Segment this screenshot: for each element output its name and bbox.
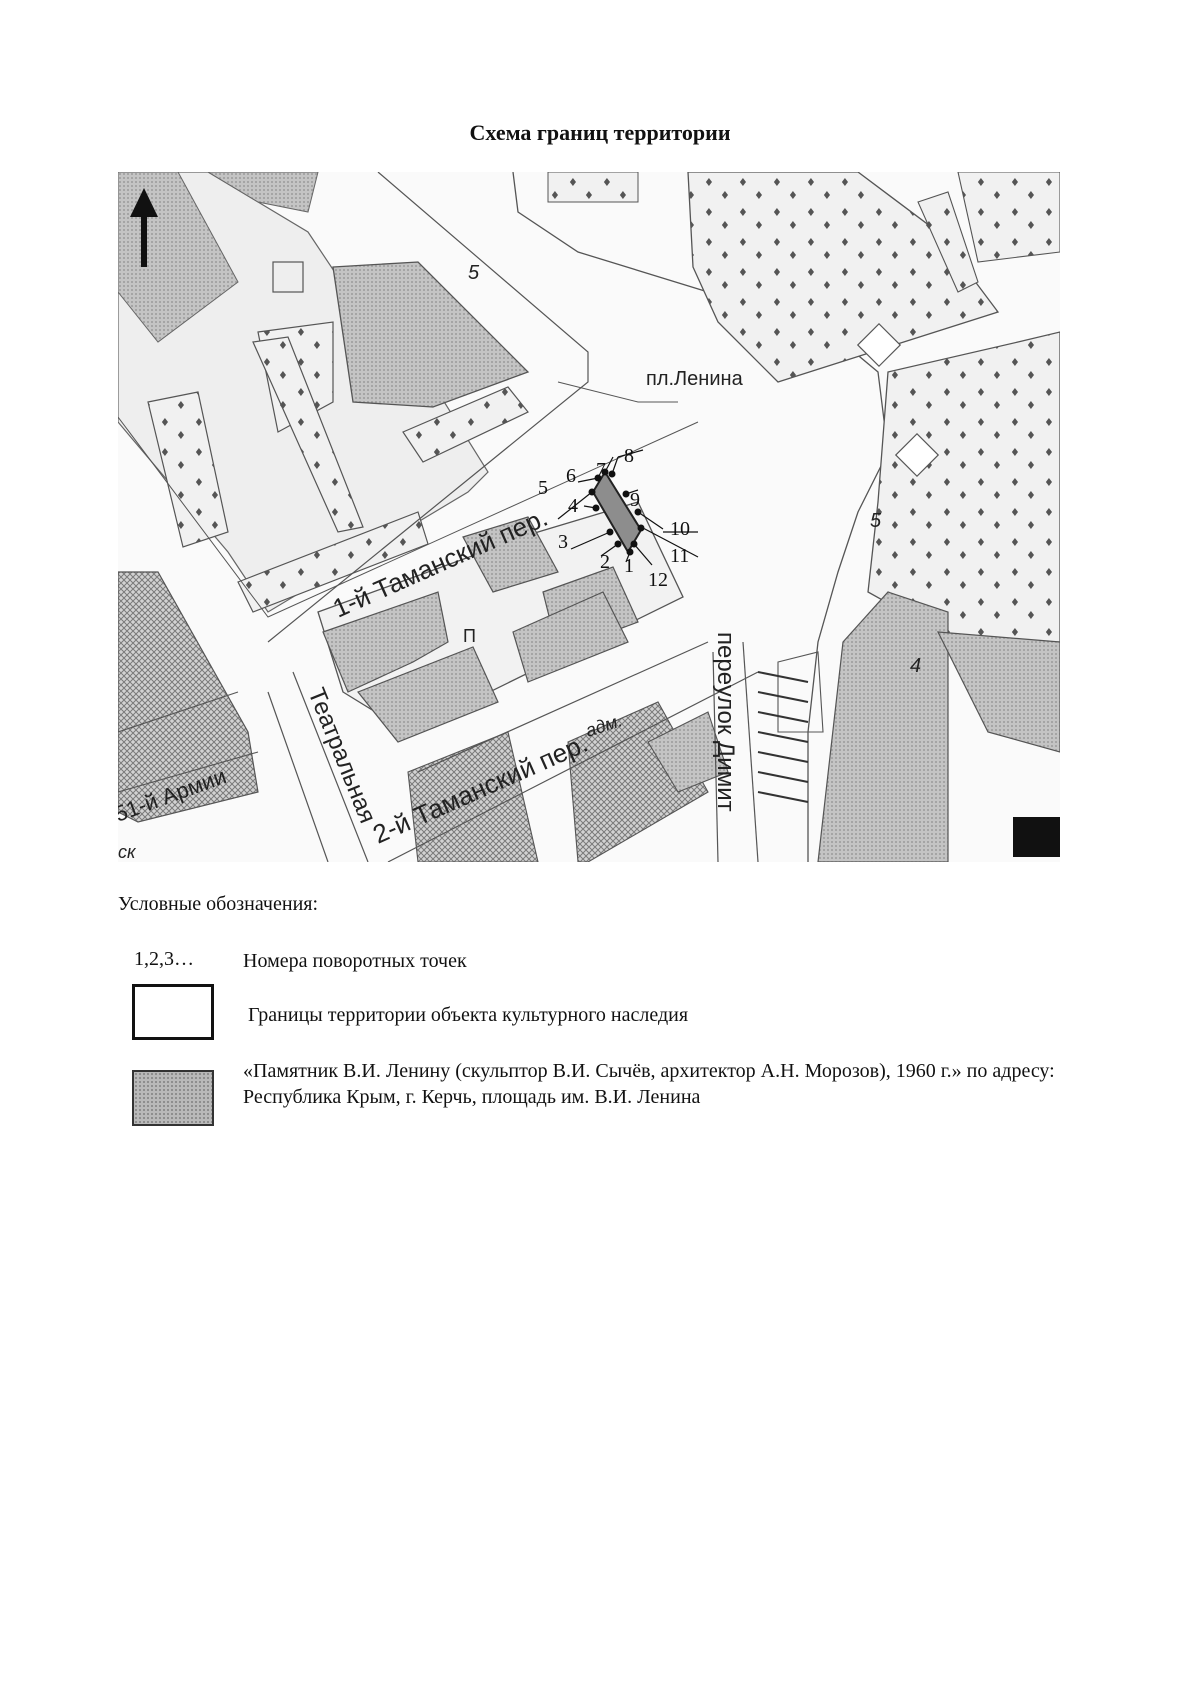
legend-boundary-label: Границы территории объекта культурного н…: [248, 1004, 689, 1026]
north-arrow-icon: [130, 188, 158, 267]
legend-object-symbol: [132, 1070, 214, 1126]
p-label: П: [463, 626, 476, 646]
point-label: 7: [596, 459, 606, 481]
legend-points-symbol: 1,2,3…: [134, 948, 194, 970]
point-label: 2: [600, 551, 610, 573]
point-label: 9: [630, 489, 640, 511]
per-dimit-label: переулок Димит: [712, 632, 739, 812]
point-label: 3: [558, 531, 568, 553]
square-label: пл.Ленина: [646, 368, 744, 390]
legend-object-label: «Памятник В.И. Ленину (скульптор В.И. Сы…: [243, 1060, 1055, 1108]
point-label: 12: [648, 569, 668, 591]
legend-title: Условные обозначения:: [118, 893, 319, 915]
turning-point-labels: 1 2 3 4 5 6 7 8 9 10 11 12: [538, 445, 690, 591]
territory-map: ♦ ♦: [118, 172, 1060, 862]
point-label: 8: [624, 445, 634, 467]
house-number-label: 5: [870, 510, 882, 532]
point-label: 10: [670, 518, 690, 540]
legend-points-label: Номера поворотных точек: [243, 950, 467, 972]
house-number-label: 5: [468, 262, 480, 284]
legend-boundary-symbol: [132, 984, 214, 1040]
point-label: 6: [566, 465, 576, 487]
page-title: Схема границ территории: [469, 120, 731, 145]
point-label: 1: [624, 555, 634, 577]
point-label: 11: [670, 545, 689, 567]
point-label: 4: [568, 495, 578, 517]
house-number-label: 4: [910, 655, 921, 677]
point-label: 5: [538, 477, 548, 499]
sk-label: ск: [118, 842, 137, 862]
